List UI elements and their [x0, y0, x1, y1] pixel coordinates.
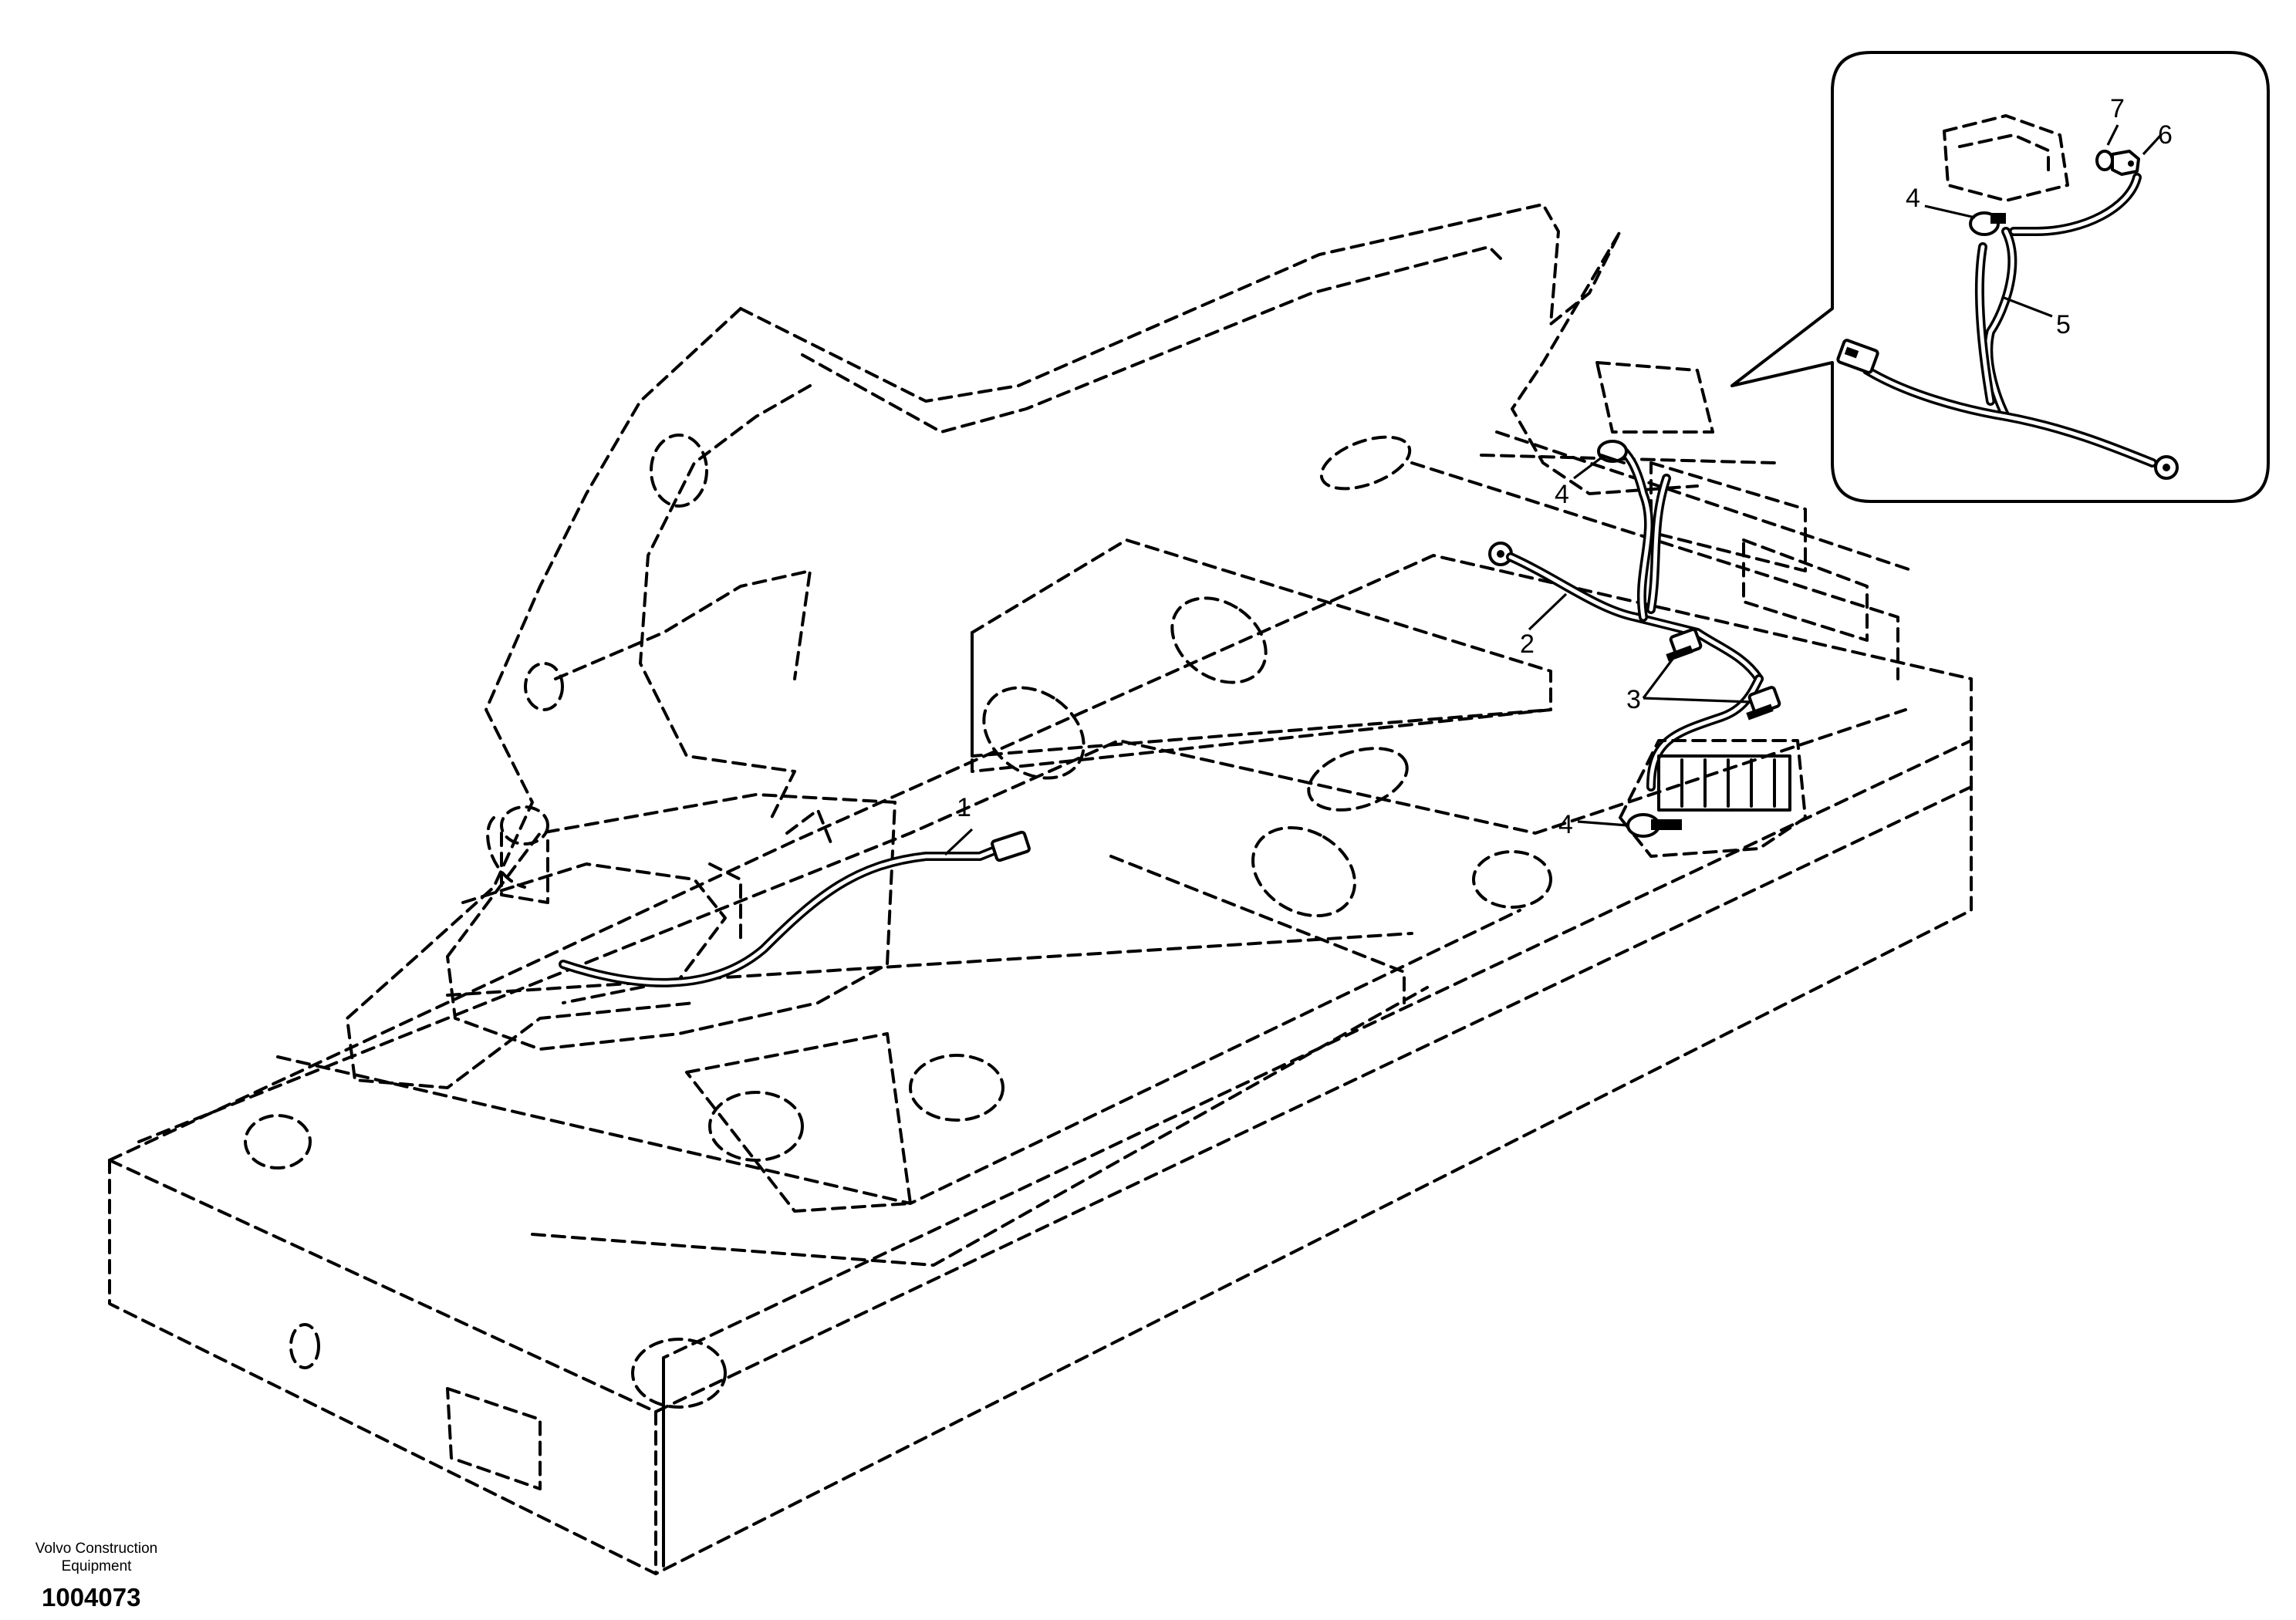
- leader-lines: [944, 124, 2162, 856]
- callout-2: 2: [1520, 629, 1535, 659]
- callout-6: 6: [2158, 120, 2173, 150]
- callout-4-lower: 4: [1558, 810, 1573, 839]
- callout-1: 1: [957, 793, 971, 822]
- callout-5: 5: [2056, 310, 2071, 339]
- callout-4-inset: 4: [1906, 184, 1920, 213]
- publisher-label: Volvo Construction Equipment: [35, 1541, 158, 1574]
- drawing-number: 1004073: [42, 1583, 141, 1612]
- cable-harness-1: [559, 830, 1031, 987]
- frame-outline: [108, 203, 1973, 1575]
- cable-harness-main: [1488, 440, 1807, 858]
- callout-4-upper: 4: [1555, 480, 1569, 509]
- control-lever-assembly: [446, 793, 896, 1051]
- detail-inset: [1730, 51, 2270, 503]
- callout-7: 7: [2110, 94, 2125, 123]
- callout-labels: 1 2 3 4 4 4 5 6 7: [957, 94, 2173, 839]
- callout-3: 3: [1626, 685, 1641, 714]
